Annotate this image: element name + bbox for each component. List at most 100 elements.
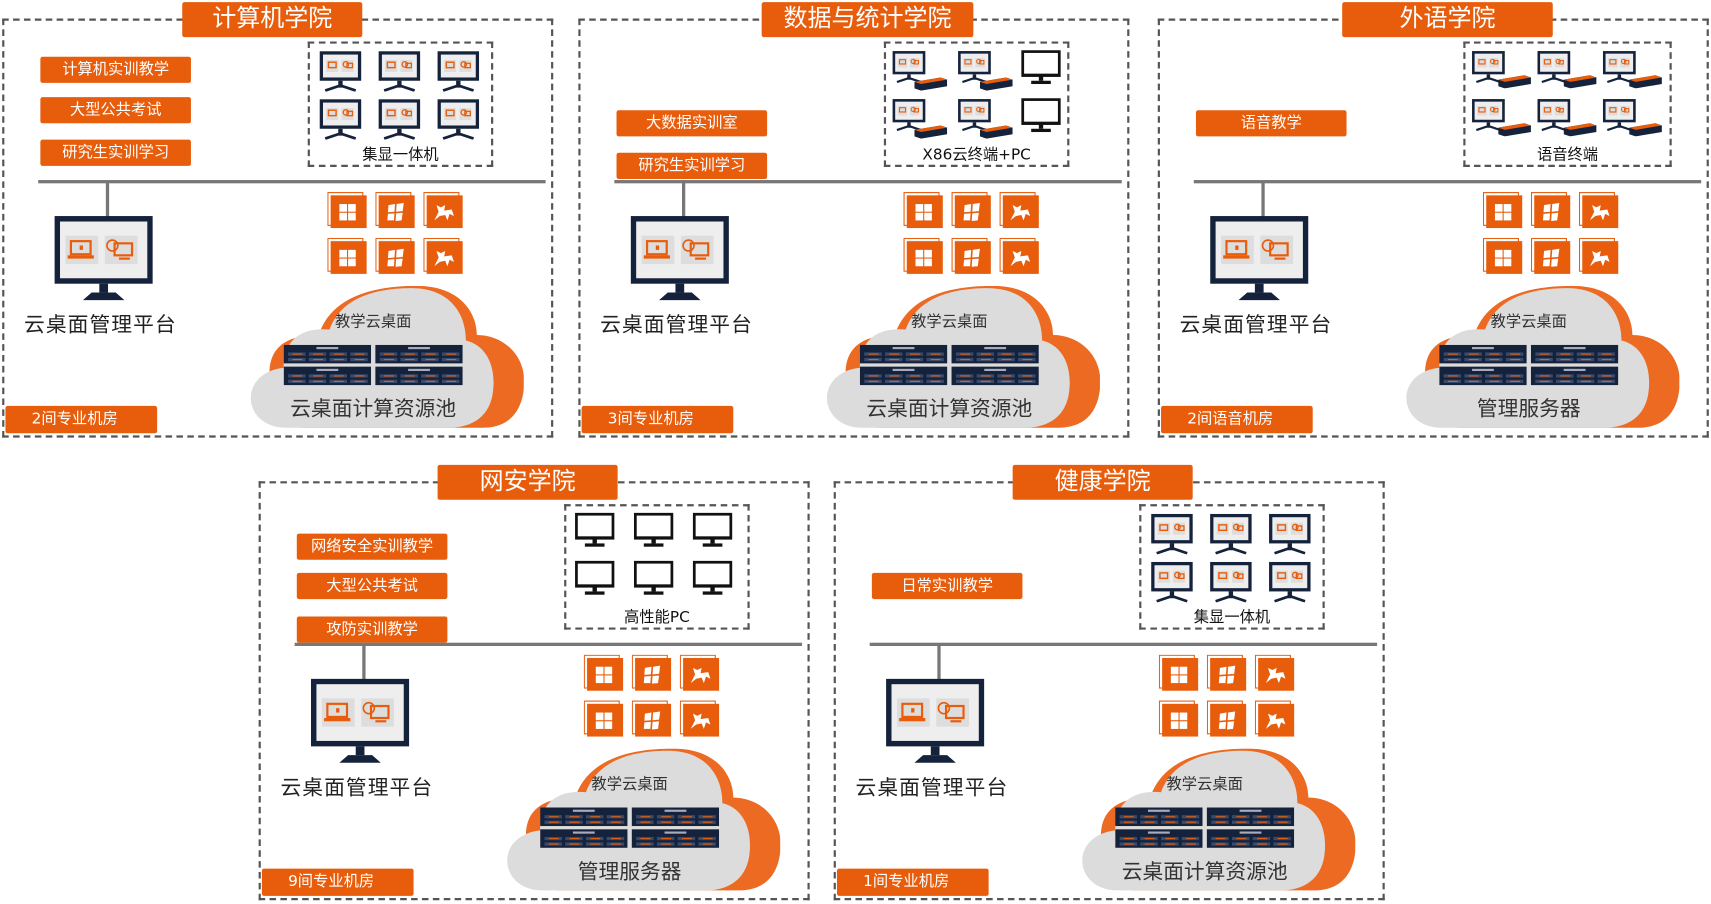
cloud-label: 云桌面计算资源池: [866, 397, 1033, 422]
connector-line: [937, 644, 941, 680]
windows-7-icon: [951, 237, 992, 279]
kylin-icon: [999, 237, 1040, 279]
terminal-monitor-icon: [574, 560, 615, 600]
network-line: [294, 642, 803, 646]
windows-7-icon: [375, 237, 415, 279]
college-title: 网安学院: [437, 464, 618, 500]
cloud-label: 云桌面计算资源池: [290, 397, 457, 422]
kylin-icon: [1578, 192, 1619, 233]
terminal-monitor-icon: [1268, 513, 1312, 559]
server-rack-icon: [1439, 344, 1619, 390]
windows-7-icon: [1530, 237, 1571, 279]
cloud-title: 教学云桌面: [911, 313, 988, 331]
management-platform-monitor-icon: [630, 216, 729, 305]
cloud-resource-pool: 教学云桌面管理服务器: [499, 748, 781, 893]
network-line: [38, 180, 546, 184]
use-case-tag: 计算机实训教学: [40, 56, 191, 83]
college-title: 健康学院: [1012, 464, 1193, 500]
terminal-group: X86云终端+PC: [883, 41, 1070, 167]
terminal-monitor-icon: [436, 98, 480, 144]
voice-terminal-icon: [1470, 50, 1531, 94]
server-rack-icon: [283, 344, 463, 390]
terminal-label: 语音终端: [1536, 146, 1599, 164]
terminal-monitor-icon: [319, 98, 363, 144]
management-platform-label: 云桌面管理平台: [600, 313, 753, 338]
use-case-tag: 大型公共考试: [296, 572, 448, 600]
terminal-label: 集显一体机: [362, 146, 439, 164]
terminal-monitor-icon: [1150, 561, 1194, 607]
voice-terminal-icon: [1470, 98, 1531, 142]
connector-line: [682, 182, 686, 218]
terminal-monitor-icon: [574, 512, 615, 552]
terminal-monitor-icon: [378, 98, 422, 144]
server-rack-icon: [540, 807, 720, 852]
voice-terminal-icon: [1535, 98, 1597, 142]
windows-10-icon: [1482, 237, 1523, 279]
network-line: [614, 180, 1122, 184]
terminal-monitor-icon: [378, 50, 422, 96]
windows-10-icon: [327, 192, 367, 233]
terminal-monitor-icon: [436, 50, 480, 96]
voice-terminal-icon: [1601, 98, 1662, 142]
x86-thin-client-icon: [890, 50, 951, 94]
cloud-title: 教学云桌面: [591, 775, 668, 794]
server-rack-icon: [859, 344, 1039, 390]
terminal-monitor-icon: [1268, 561, 1312, 607]
terminal-monitor-icon: [692, 512, 733, 552]
voice-terminal-icon: [1601, 50, 1662, 94]
terminal-group: 高性能PC: [564, 504, 750, 630]
management-platform-monitor-icon: [886, 678, 985, 768]
voice-terminal-icon: [1535, 50, 1597, 94]
use-case-tag: 研究生实训学习: [616, 152, 768, 179]
cloud-resource-pool: 教学云桌面云桌面计算资源池: [242, 285, 524, 430]
terminal-monitor-icon: [1209, 513, 1253, 559]
cloud-title: 教学云桌面: [1166, 775, 1243, 794]
management-platform-monitor-icon: [1210, 216, 1309, 305]
terminal-group: 集显一体机: [1139, 504, 1325, 630]
room-count-tag: 9间专业机房: [261, 868, 414, 896]
connector-line: [362, 644, 366, 680]
windows-10-icon: [1158, 654, 1199, 696]
cloud-label: 云桌面计算资源池: [1121, 859, 1288, 884]
server-rack-icon: [1115, 807, 1295, 852]
room-count-tag: 2间语音机房: [1161, 405, 1313, 434]
cloud-title: 教学云桌面: [334, 313, 412, 331]
windows-7-icon: [951, 192, 992, 233]
kylin-icon: [1254, 700, 1295, 742]
terminal-monitor-icon: [633, 512, 674, 552]
terminal-monitor-icon: [1150, 513, 1194, 559]
windows-7-icon: [375, 192, 415, 233]
windows-10-icon: [903, 192, 944, 233]
cloud-label: 管理服务器: [1476, 397, 1581, 422]
windows-10-icon: [1482, 192, 1523, 233]
x86-thin-client-icon: [890, 98, 951, 142]
cloud-title: 教学云桌面: [1490, 313, 1567, 331]
x86-thin-client-icon: [956, 98, 1017, 142]
use-case-tag: 大数据实训室: [616, 110, 768, 137]
windows-7-icon: [1206, 700, 1247, 742]
kylin-icon: [423, 237, 463, 279]
windows-10-icon: [583, 700, 624, 742]
windows-10-icon: [583, 654, 624, 696]
management-platform-label: 云桌面管理平台: [24, 313, 177, 338]
connector-line: [105, 182, 110, 218]
terminal-monitor-icon: [319, 50, 363, 96]
cloud-label: 管理服务器: [577, 859, 682, 884]
use-case-tag: 语音教学: [1195, 110, 1347, 137]
college-panel: 计算机学院计算机实训教学大型公共考试研究生实训学习集显一体机云桌面管理平台教学云…: [2, 2, 554, 438]
management-platform-monitor-icon: [54, 216, 153, 305]
use-case-tag: 日常实训教学: [871, 572, 1023, 600]
windows-7-icon: [631, 700, 672, 742]
pc-monitor-icon: [1020, 49, 1062, 89]
room-count-tag: 3间专业机房: [581, 405, 734, 434]
terminal-label: X86云终端+PC: [922, 146, 1031, 164]
terminal-label: 集显一体机: [1193, 608, 1271, 627]
kylin-icon: [1578, 237, 1619, 279]
cloud-resource-pool: 教学云桌面云桌面计算资源池: [1074, 748, 1356, 893]
windows-7-icon: [631, 654, 672, 696]
kylin-icon: [423, 192, 463, 233]
terminal-group: 语音终端: [1463, 41, 1672, 167]
x86-thin-client-icon: [956, 50, 1017, 94]
